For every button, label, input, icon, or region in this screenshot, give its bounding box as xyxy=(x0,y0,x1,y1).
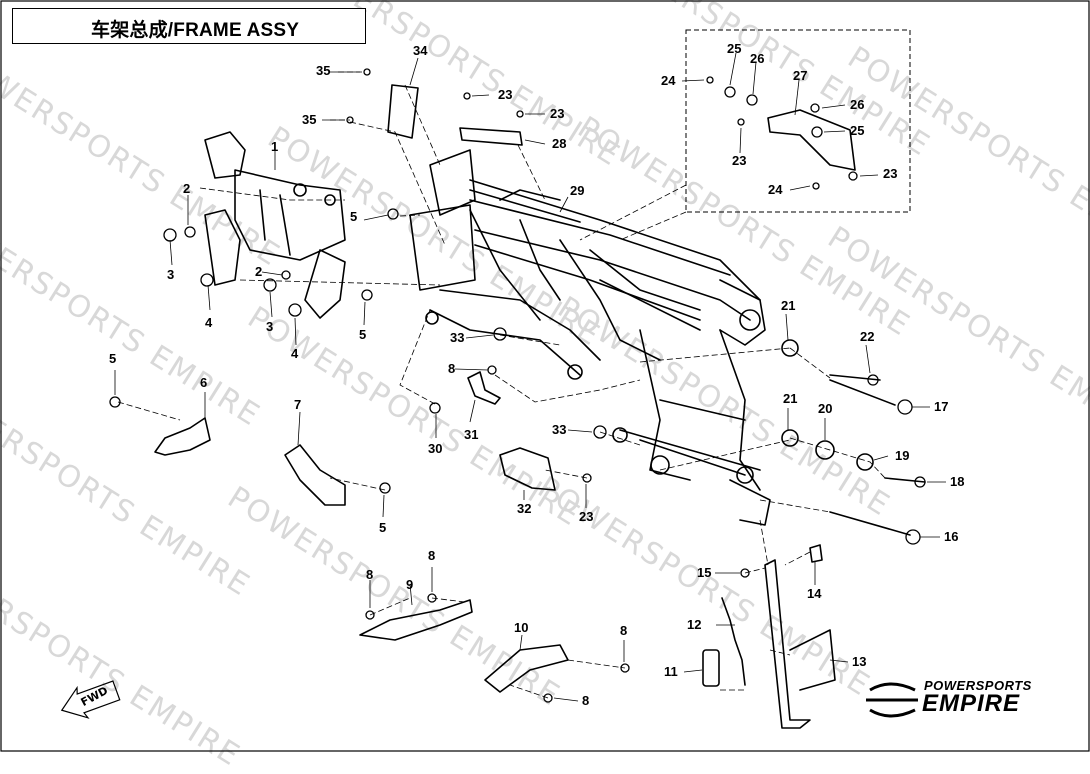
callout-26: 26 xyxy=(850,97,865,112)
callout-25: 25 xyxy=(727,41,742,56)
callout-2: 2 xyxy=(255,264,263,279)
fasteners xyxy=(109,68,926,703)
part-16-bolt xyxy=(829,511,911,536)
callout-15: 15 xyxy=(697,565,712,580)
callout-24: 24 xyxy=(768,182,783,197)
part-9-bracket xyxy=(359,599,473,641)
callout-27: 27 xyxy=(793,68,808,83)
callout-5: 5 xyxy=(379,520,387,535)
part-28-bracket xyxy=(459,127,523,146)
callout-1: 1 xyxy=(271,139,279,154)
callout-6: 6 xyxy=(200,375,208,390)
callout-31: 31 xyxy=(464,427,479,442)
callout-2: 2 xyxy=(183,181,191,196)
callout-13: 13 xyxy=(852,654,867,669)
part-left-plate xyxy=(204,209,241,286)
callout-34: 34 xyxy=(413,43,428,58)
callout-33: 33 xyxy=(450,330,465,345)
callout-23: 23 xyxy=(732,153,747,168)
fwd-arrow-outline xyxy=(60,680,121,719)
callout-29: 29 xyxy=(570,183,585,198)
callout-5: 5 xyxy=(350,209,358,224)
callout-18: 18 xyxy=(950,474,965,489)
callout-26: 26 xyxy=(750,51,765,66)
part-21-spacer-a xyxy=(781,339,799,357)
part-10-bracket xyxy=(484,644,569,693)
fwd-label: FWD xyxy=(78,684,111,709)
callout-8: 8 xyxy=(582,693,590,708)
callout-23: 23 xyxy=(498,87,513,102)
part-7-cover xyxy=(284,444,346,506)
part-18-bolt xyxy=(884,477,926,483)
callout-23: 23 xyxy=(883,166,898,181)
part-right-plate xyxy=(304,249,346,319)
callout-25: 25 xyxy=(850,123,865,138)
brand-logo: POWERSPORTS EMPIRE xyxy=(862,676,1062,720)
part-17-bolt xyxy=(829,379,896,406)
callout-3: 3 xyxy=(266,319,274,334)
main-frame xyxy=(409,149,771,526)
part-12-spring xyxy=(721,597,746,686)
part-11-spring-cover xyxy=(702,649,720,687)
part-22-shaft xyxy=(829,374,881,381)
part-29-main-tube xyxy=(469,189,581,223)
callout-35: 35 xyxy=(316,63,331,78)
callout-14: 14 xyxy=(807,586,822,601)
brand-line-2: EMPIRE xyxy=(922,690,1021,717)
callout-12: 12 xyxy=(687,617,702,632)
part-20-bushing xyxy=(815,440,835,460)
brand-line-1: POWERSPORTS xyxy=(924,678,1032,693)
callout-11: 11 xyxy=(664,664,678,679)
title-box: 车架总成/FRAME ASSY xyxy=(12,8,366,44)
part-1-front-bracket xyxy=(204,131,346,261)
part-14-bolt xyxy=(809,544,823,563)
callout-20: 20 xyxy=(818,401,833,416)
part-13-side-stand xyxy=(764,559,811,729)
callout-23: 23 xyxy=(579,509,594,524)
callout-9: 9 xyxy=(406,577,414,592)
callout-21: 21 xyxy=(783,391,798,406)
brand-logo-mark xyxy=(866,682,918,718)
callout-35: 35 xyxy=(302,112,317,127)
assembly-leaders xyxy=(117,71,886,699)
callout-30: 30 xyxy=(428,441,443,456)
part-19-nut xyxy=(856,453,874,471)
part-27-bracket xyxy=(767,109,856,171)
part-31-clamp xyxy=(467,371,501,405)
callout-21: 21 xyxy=(781,298,796,313)
callout-7: 7 xyxy=(294,397,302,412)
fwd-indicator: FWD xyxy=(66,682,122,712)
detail-box xyxy=(685,29,911,213)
callout-8: 8 xyxy=(620,623,628,638)
callout-17: 17 xyxy=(934,399,949,414)
callout-16: 16 xyxy=(944,529,959,544)
part-6-bracket xyxy=(154,417,211,456)
part-32-bracket xyxy=(499,447,556,491)
callout-19: 19 xyxy=(895,448,910,463)
callout-5: 5 xyxy=(359,327,367,342)
part-34-plate xyxy=(387,84,419,139)
callout-10: 10 xyxy=(514,620,529,635)
callout-leaders xyxy=(114,52,946,702)
page-title: 车架总成/FRAME ASSY xyxy=(91,20,300,41)
callout-24: 24 xyxy=(661,73,676,88)
callout-23: 23 xyxy=(550,106,565,121)
callout-8: 8 xyxy=(366,567,374,582)
part-21-spacer-b xyxy=(781,429,799,447)
callout-4: 4 xyxy=(205,315,213,330)
callout-4: 4 xyxy=(291,346,299,361)
callout-8: 8 xyxy=(448,361,456,376)
callout-5: 5 xyxy=(109,351,117,366)
callout-28: 28 xyxy=(552,136,567,151)
callout-32: 32 xyxy=(517,501,532,516)
callout-22: 22 xyxy=(860,329,875,344)
callout-3: 3 xyxy=(167,267,175,282)
callout-8: 8 xyxy=(428,548,436,563)
callout-33: 33 xyxy=(552,422,567,437)
